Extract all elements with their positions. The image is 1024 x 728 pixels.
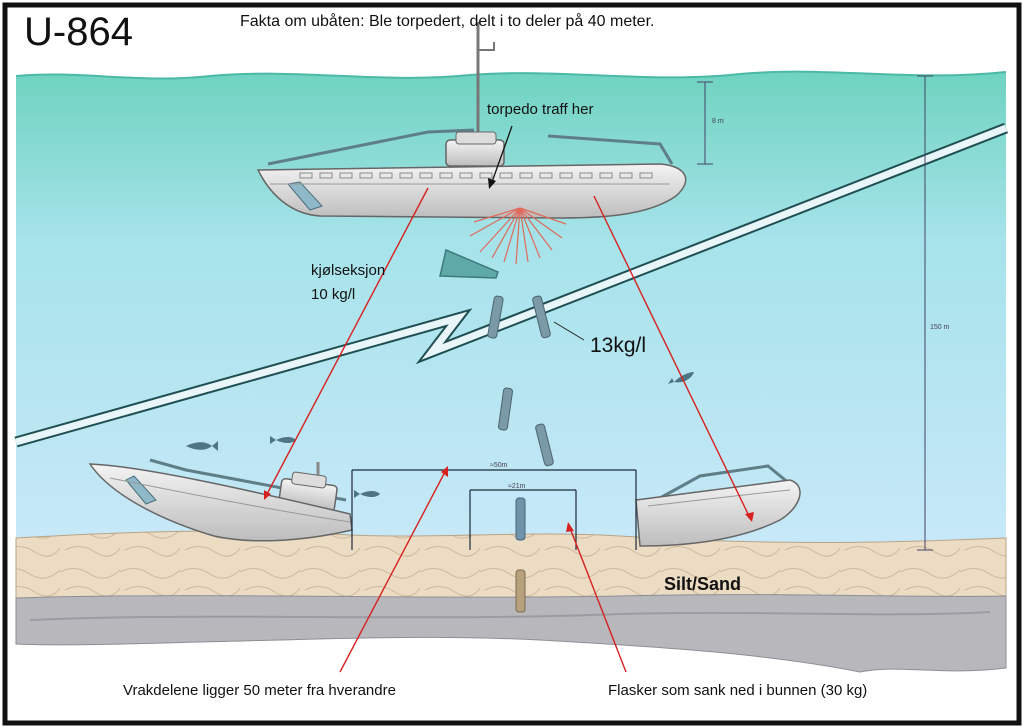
flasks-pointer — [569, 527, 627, 673]
seabed-sand — [15, 530, 1007, 603]
depth-dimension-8m — [697, 81, 713, 165]
explosion-burst — [469, 207, 567, 265]
sea-water — [16, 71, 1006, 551]
fish — [270, 436, 296, 444]
wreck-stern-section — [635, 464, 801, 547]
fish-group — [186, 372, 694, 498]
wreck-distance-dimension — [351, 469, 637, 550]
flask-spacing-label: ≈21m — [508, 483, 526, 490]
net-cutter-wire — [267, 128, 674, 166]
torpedo-hit-label: torpedo traff her — [487, 101, 594, 118]
cooling-section-label: kjølseksjon 10 kg/l — [311, 259, 385, 307]
cooling-section-name: kjølseksjon — [311, 262, 386, 279]
flask-buried — [515, 569, 526, 613]
flask-density-label: 13kg/l — [590, 334, 647, 357]
cooling-section-density: 10 kg/l — [311, 286, 356, 303]
surface-depth-label: 8 m — [712, 118, 724, 125]
flask — [487, 295, 504, 339]
seabed-label: Silt/Sand — [664, 574, 742, 594]
depth-dimension-150m — [917, 75, 933, 551]
flask — [535, 423, 554, 467]
wreck-distance-pointer — [339, 469, 447, 673]
torpedo-hit-arrow — [488, 125, 513, 189]
total-depth-label: 150 m — [930, 324, 950, 331]
stern-pointer-line — [593, 195, 751, 519]
wreck-spacing-label: ≈50m — [490, 462, 508, 469]
submarine-intact — [256, 22, 687, 219]
facts-heading: Fakta om ubåten: Ble torpedert, delt i t… — [240, 13, 655, 30]
flask-on-seabed — [515, 497, 526, 541]
water-surface — [15, 70, 1007, 80]
flask-distance-dimension — [469, 489, 577, 550]
sinking-flasks — [487, 295, 554, 467]
wreck-distance-caption: Vrakdelene ligger 50 meter fra hverandre — [123, 682, 396, 699]
fish — [186, 441, 218, 451]
distance-break-line-inner — [15, 124, 1008, 446]
bedrock-streak — [29, 611, 991, 621]
pointer-arrowheads — [264, 466, 754, 532]
page-title: U-864 — [24, 10, 133, 54]
submarine-hull — [256, 163, 687, 219]
bow-pointer-line — [265, 187, 429, 497]
flask-label-leader — [553, 321, 585, 341]
flask — [532, 295, 551, 339]
cooling-section-fragment — [439, 248, 499, 279]
pointer-lines — [265, 187, 751, 673]
wreck-bow-section — [88, 458, 353, 542]
fish — [354, 490, 380, 498]
fish — [668, 372, 694, 384]
flask — [498, 387, 513, 431]
flasks-caption: Flasker som sank ned i bunnen (30 kg) — [608, 682, 868, 699]
